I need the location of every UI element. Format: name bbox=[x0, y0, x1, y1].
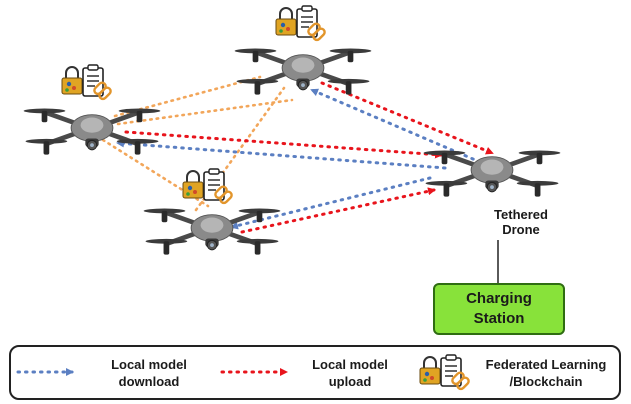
legend-download-line1: Local model bbox=[111, 357, 187, 372]
legend-fl-label: Federated Learning /Blockchain bbox=[473, 356, 619, 390]
tethered-label-line1: Tethered bbox=[494, 207, 548, 222]
download-arrows bbox=[116, 88, 489, 230]
charging-station: Charging Station bbox=[433, 283, 565, 335]
federated-blockchain-icon bbox=[274, 4, 328, 43]
federated-blockchain-icon bbox=[181, 167, 235, 206]
drone-icon bbox=[424, 151, 561, 197]
legend-box: Local model download Local model upload … bbox=[9, 345, 621, 400]
legend-download-line2: download bbox=[118, 374, 180, 389]
upload-arrow-left bbox=[124, 130, 443, 159]
legend-fl-line2: /Blockchain bbox=[509, 374, 583, 389]
legend-upload-line2: upload bbox=[328, 374, 372, 389]
drone-icon bbox=[24, 109, 161, 155]
upload-arrow-bottom bbox=[240, 187, 436, 234]
upload-arrow-top bbox=[320, 81, 494, 155]
legend-upload-label: Local model upload bbox=[295, 356, 405, 390]
tethered-drone-label: Tethered Drone bbox=[488, 207, 554, 237]
federated-blockchain-icon bbox=[60, 63, 114, 102]
legend-download-label: Local model download bbox=[89, 356, 209, 390]
download-arrow-left bbox=[116, 139, 447, 170]
drone-icon bbox=[235, 49, 372, 95]
tethered-label-line2: Drone bbox=[502, 222, 540, 237]
drone-icon bbox=[144, 209, 281, 255]
legend-fl-line1: Federated Learning bbox=[485, 357, 607, 372]
upload-arrows bbox=[124, 81, 494, 234]
legend-upload-line1: Local model bbox=[312, 357, 388, 372]
